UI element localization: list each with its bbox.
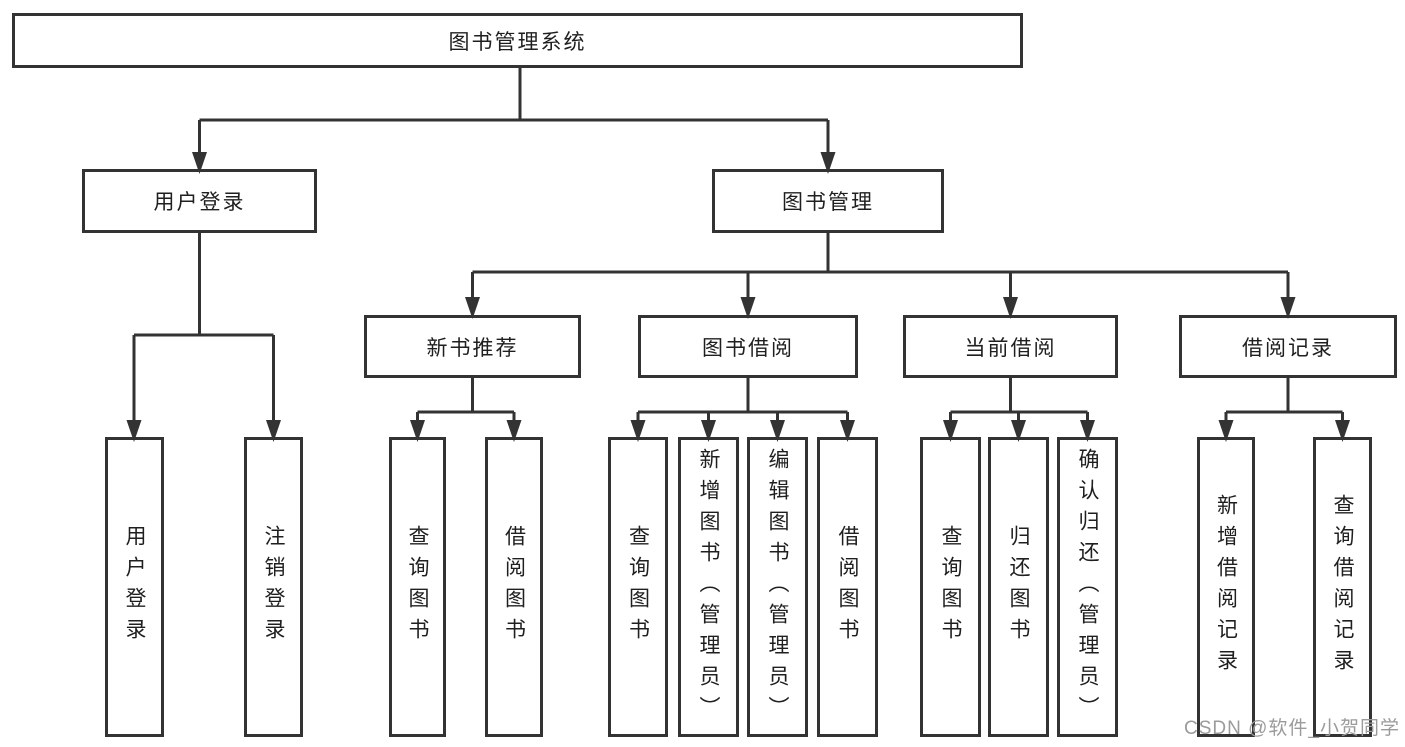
leaf-borrow-add-books-admin-label: 新增图书（管理员） [697,447,720,727]
leaf-user-login: 用户登录 [105,437,164,737]
leaf-borrow-add-books-admin: 新增图书（管理员） [678,437,739,737]
leaf-user-login-label: 用户登录 [123,525,146,649]
leaf-logout: 注销登录 [244,437,303,737]
node-new-book-recommend: 新书推荐 [364,315,581,378]
watermark: CSDN @软件_小贺同学 [1184,718,1400,739]
node-book-borrow: 图书借阅 [638,315,858,378]
leaf-records-add-record-label: 新增借阅记录 [1214,494,1238,680]
leaf-borrow-query-books-label: 查询图书 [626,525,650,649]
node-library-management-system: 图书管理系统 [12,13,1023,68]
node-borrow-records: 借阅记录 [1179,315,1397,378]
leaf-recommend-borrow-books: 借阅图书 [485,437,543,737]
node-user-login: 用户登录 [82,169,317,233]
leaf-current-confirm-return-admin-label: 确认归还（管理员） [1076,447,1099,727]
leaf-records-query-record: 查询借阅记录 [1313,437,1372,737]
leaf-records-query-record-label: 查询借阅记录 [1331,494,1354,680]
leaf-recommend-query-books-label: 查询图书 [406,525,429,649]
node-book-management: 图书管理 [712,169,944,233]
leaf-current-return-books: 归还图书 [988,437,1049,737]
leaf-borrow-edit-books-admin-label: 编辑图书（管理员） [766,447,789,727]
leaf-recommend-query-books: 查询图书 [389,437,446,737]
leaf-current-confirm-return-admin: 确认归还（管理员） [1057,437,1118,737]
leaf-borrow-edit-books-admin: 编辑图书（管理员） [747,437,808,737]
leaf-logout-label: 注销登录 [262,525,285,649]
leaf-borrow-borrow-books: 借阅图书 [817,437,878,737]
node-current-borrow: 当前借阅 [903,315,1118,378]
leaf-current-return-books-label: 归还图书 [1007,525,1030,649]
leaf-current-query-books-label: 查询图书 [939,525,962,649]
leaf-recommend-borrow-books-label: 借阅图书 [502,525,526,649]
leaf-borrow-borrow-books-label: 借阅图书 [836,525,859,649]
leaf-borrow-query-books: 查询图书 [608,437,668,737]
leaf-records-add-record: 新增借阅记录 [1197,437,1255,737]
leaf-current-query-books: 查询图书 [920,437,981,737]
